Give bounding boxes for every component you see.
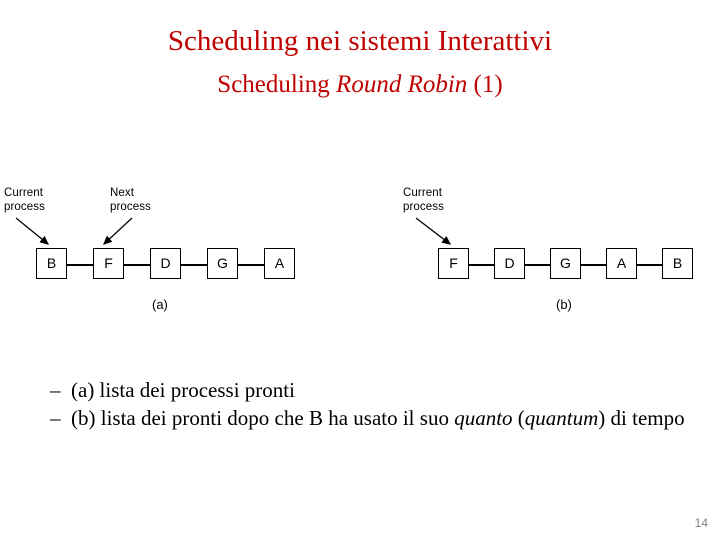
chain-link (637, 264, 662, 266)
body-bullet-list: – (a) lista dei processi pronti – (b) li… (50, 376, 690, 432)
panel-b-caption: (b) (556, 297, 572, 312)
bullet-text-emphasis: quantum (524, 406, 599, 430)
chain-link (67, 264, 93, 266)
process-node[interactable]: B (36, 248, 67, 279)
chain-link (525, 264, 550, 266)
chain-link (581, 264, 606, 266)
bullet-dash: – (50, 406, 61, 430)
panel-b-current-process-label: Current process (403, 187, 444, 213)
panel-a-next-process-arrow (103, 217, 133, 245)
bullet-dash: – (50, 378, 61, 402)
subtitle-prefix: Scheduling (217, 71, 337, 98)
panel-b-current-process-arrow (415, 217, 452, 245)
process-node[interactable]: G (550, 248, 581, 279)
bullet-text: (b) lista dei pronti dopo che B ha usato… (71, 404, 690, 432)
bullet-text-segment: (b) lista dei pronti dopo che B ha usato… (71, 406, 455, 430)
chain-link (469, 264, 494, 266)
process-node[interactable]: A (264, 248, 295, 279)
page-subtitle: Scheduling Round Robin (1) (0, 70, 720, 100)
panel-a-next-process-label: Next process (110, 187, 151, 213)
process-node[interactable]: D (150, 248, 181, 279)
process-node[interactable]: B (662, 248, 693, 279)
process-node[interactable]: G (207, 248, 238, 279)
list-item: – (a) lista dei processi pronti (50, 376, 690, 404)
panel-b-process-chain: F D G A B (438, 248, 698, 282)
process-node[interactable]: D (494, 248, 525, 279)
panel-a-current-process-arrow (15, 217, 50, 245)
list-item: – (b) lista dei pronti dopo che B ha usa… (50, 404, 690, 432)
subtitle-suffix: (1) (467, 71, 503, 98)
page-number: 14 (694, 516, 708, 530)
panel-a-process-chain: B F D G A (36, 248, 306, 282)
panel-a-current-process-label: Current process (4, 187, 45, 213)
subtitle-emphasis: Round Robin (336, 71, 468, 98)
bullet-text: (a) lista dei processi pronti (71, 376, 690, 404)
bullet-text-segment: ) di tempo (598, 406, 685, 430)
process-node[interactable]: A (606, 248, 637, 279)
bullet-text-emphasis: quanto (454, 406, 513, 430)
page-title: Scheduling nei sistemi Interattivi (167, 25, 553, 57)
bullet-text-segment: ( (512, 406, 525, 430)
process-node[interactable]: F (438, 248, 469, 279)
process-node[interactable]: F (93, 248, 124, 279)
round-robin-figure: Current process Next process B (0, 170, 720, 325)
bullet-text-segment: (a) lista dei processi pronti (71, 378, 295, 402)
panel-a-caption: (a) (152, 297, 168, 312)
chain-link (181, 264, 207, 266)
chain-link (238, 264, 264, 266)
chain-link (124, 264, 150, 266)
